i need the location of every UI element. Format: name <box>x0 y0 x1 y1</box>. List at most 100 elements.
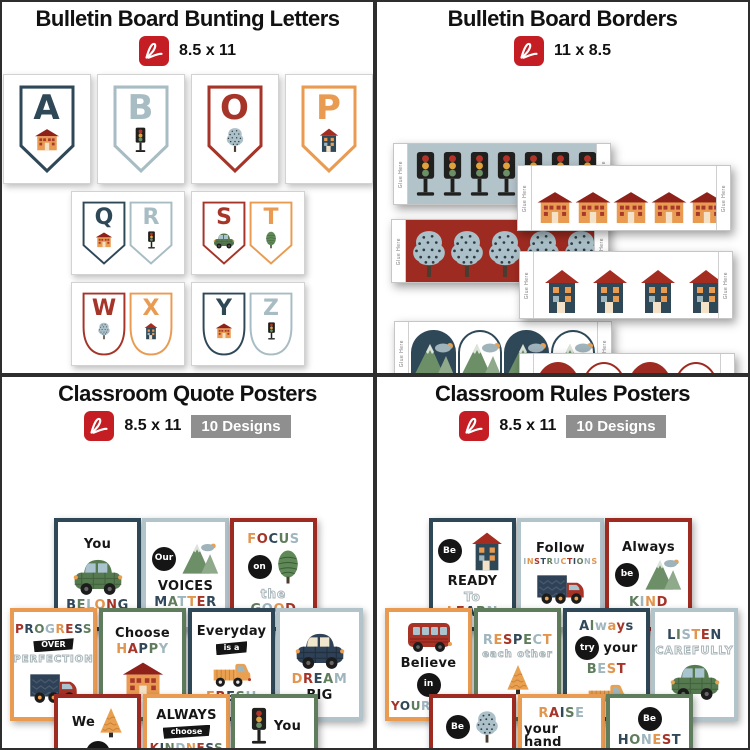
glue-tab: Glue Here <box>720 354 734 373</box>
traffic-light-icon <box>466 151 493 197</box>
poster-circle-badge: Be <box>637 707 662 732</box>
strip-band <box>406 220 594 283</box>
poster-line: the <box>260 588 286 601</box>
pennant-letter: X <box>142 296 160 322</box>
poster-line <box>28 668 79 706</box>
glue-tab-label: Glue Here <box>395 237 402 265</box>
poster-line: Be <box>637 707 662 732</box>
pennant-content: X <box>129 292 173 356</box>
pennant-letter: B <box>127 88 154 129</box>
poster-line: VOICES <box>158 580 213 593</box>
poster-text-multicolor: KINDNESS <box>149 740 224 750</box>
mountains-icon <box>458 340 503 373</box>
traffic-light-icon <box>133 127 148 153</box>
house-navy-icon <box>634 267 682 315</box>
product-card-quote-posters: Classroom Quote Posters 8.5 x 11 10 Desi… <box>0 375 375 750</box>
format-row: 11 x 8.5 <box>377 35 748 67</box>
pennant-content: Q <box>82 201 126 265</box>
house-orange-icon <box>121 659 165 703</box>
poster-text-multicolor: BEST <box>586 662 627 678</box>
poster-line: is a <box>215 641 248 656</box>
car-green-icon <box>667 659 723 701</box>
car-green-icon <box>70 554 126 596</box>
poster-text: Everyday <box>196 624 267 640</box>
poster-text-outline: PERFECTION <box>13 654 94 666</box>
pdf-icon <box>84 411 115 442</box>
poster-line: READY <box>448 575 498 588</box>
page-size-label: 8.5 x 11 <box>499 417 557 435</box>
poster-text: your <box>603 640 638 656</box>
glue-tab-label: Glue Here <box>521 184 528 212</box>
poster-line: RAISE <box>538 707 584 720</box>
pennant-letter-O: O <box>207 85 263 174</box>
poster-line: KIND <box>629 596 668 609</box>
pennant-letter-P: P <box>301 85 357 174</box>
bunting-card: B <box>96 74 185 185</box>
pennant-content: Y <box>202 292 246 356</box>
traffic-light-icon <box>412 151 439 197</box>
poster-circle-badge: are <box>85 741 110 748</box>
pennant-letter-S: S <box>202 201 246 265</box>
poster-line <box>70 554 126 596</box>
poster-line: are <box>85 741 110 748</box>
poster-line: in <box>416 672 441 697</box>
pdf-icon <box>459 411 490 442</box>
strip-arch <box>582 362 626 373</box>
house-orange-icon <box>688 189 716 227</box>
car-navy-icon <box>292 628 348 670</box>
poster-text: You <box>273 718 302 734</box>
poster-circle-badge: Be <box>437 539 462 564</box>
strip-arch <box>536 362 580 373</box>
pennant-content: W <box>82 292 126 356</box>
pennant-letter: S <box>216 205 232 231</box>
poster-text-multicolor: BELONG <box>66 597 129 613</box>
glue-tab: Glue Here <box>716 166 730 231</box>
pennant-letter-A: A <box>19 85 75 174</box>
house-navy-icon <box>142 322 160 340</box>
card-header: Classroom Quote Posters 8.5 x 11 10 Desi… <box>2 377 373 442</box>
pennant-letter-T: T <box>249 201 293 265</box>
pennant-letter: R <box>142 205 160 231</box>
house-navy-icon <box>466 530 508 572</box>
poster-line: FOCUS <box>247 533 299 546</box>
poster-content: YoucandohardTHINGS <box>235 698 314 748</box>
poster-text: Choose <box>114 625 170 641</box>
glue-tab: Glue Here <box>518 166 532 231</box>
tree-pine-icon <box>506 663 530 695</box>
poster-text-multicolor: HAPPY <box>116 641 169 657</box>
poster-line: Always <box>622 541 675 554</box>
poster-line: choose <box>162 724 211 739</box>
designs-badge: 10 Designs <box>191 414 291 438</box>
pennant-letter: O <box>220 88 249 129</box>
pennant-content: A <box>19 85 75 173</box>
poster-line: Follow <box>536 542 585 555</box>
poster-text-multicolor: HONEST <box>617 733 682 749</box>
pennant-content: R <box>129 201 173 265</box>
poster-line: HAPPY <box>116 643 168 656</box>
poster-text-multicolor: RESPECT <box>482 633 553 649</box>
poster-line: be <box>615 557 682 593</box>
format-row: 8.5 x 11 <box>2 35 373 67</box>
glue-tab: Glue Here <box>392 220 406 283</box>
house-navy-icon <box>682 267 718 315</box>
pennant-letter-W: W <box>82 292 126 356</box>
poster-circle-badge: on <box>247 555 272 580</box>
product-card-borders: Bulletin Board Borders 11 x 8.5 Glue Her… <box>375 0 750 375</box>
poster-flag-banner: OVER <box>33 638 74 653</box>
tree-polka-icon <box>486 229 524 279</box>
poster-line: Our <box>152 541 219 577</box>
poster-line: ALWAYS <box>156 709 216 722</box>
poster-content: BeagoodFRIEND <box>433 698 512 748</box>
tree-polka-icon <box>448 229 486 279</box>
poster-line: To <box>464 591 481 604</box>
truck-navy-icon <box>28 668 79 706</box>
